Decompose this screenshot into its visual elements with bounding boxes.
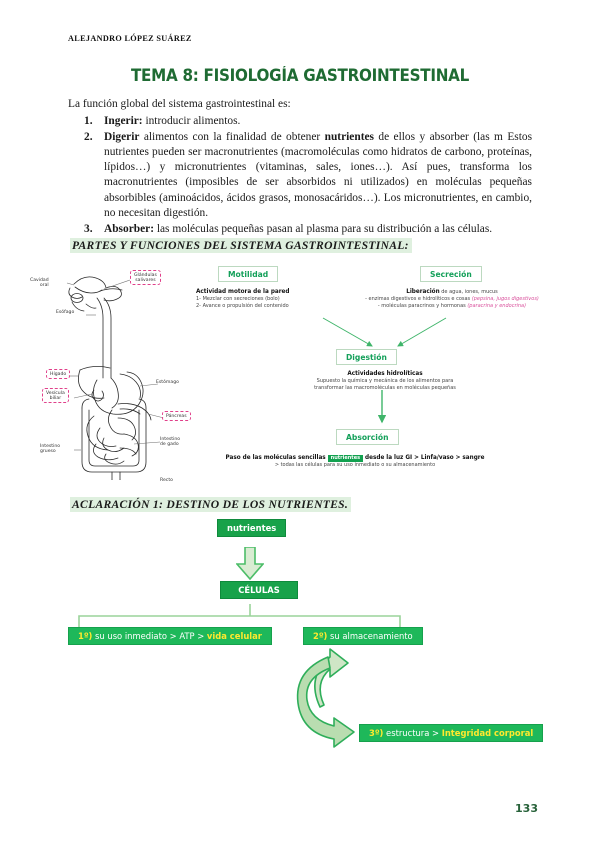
arrow-digestion-to-absorcion	[377, 390, 387, 424]
intro-block: La función global del sistema gastrointe…	[68, 97, 532, 238]
absorcion-line-1: Paso de las moléculas sencillas nutrient…	[190, 454, 520, 463]
secrecion-line-1: - enzimas digestivos e hidrolíticos e co…	[352, 296, 552, 303]
list-item: Absorber: las moléculas pequeñas pasan a…	[84, 222, 532, 237]
anatomy-label-glandulas-salivares: Glándulas salivares	[130, 270, 161, 286]
secrecion-heading-line: Liberación de agua, iones, mucus	[352, 288, 552, 296]
list-item-term: Ingerir:	[104, 114, 143, 127]
motilidad-line-1: 1- Mezclar con secreciones (bolo)	[196, 296, 280, 303]
list-item-term: Digerir	[104, 130, 140, 143]
nutrient-flow-chart: nutrientes CÉLULAS 1º) su uso inmediato …	[0, 505, 600, 775]
flow-box-branch-2: 2º) su almacenamiento	[303, 627, 423, 645]
anatomy-label-vesicula-biliar: Vesícula biliar	[42, 388, 69, 404]
anatomy-label-intestino-grueso: Intestino grueso	[40, 444, 61, 455]
branch-2-text: su almacenamiento	[327, 631, 413, 641]
secrecion-line-1-text: - enzimas digestivos e hidrolíticos e co…	[365, 296, 471, 303]
flow-box-branch-3: 3º) estructura > Integridad corporal	[359, 724, 544, 742]
list-item-text-continued: de ellos y absorber (las m Estos nutrien…	[104, 130, 532, 219]
list-item-text: alimentos con la finalidad de obtener	[139, 130, 325, 143]
diagram-box-absorcion: Absorción	[336, 429, 399, 445]
branch-1-highlight: vida celular	[206, 631, 262, 641]
branch-1-number: 1º)	[78, 631, 93, 641]
motilidad-heading: Actividad motora de la pared	[196, 289, 290, 295]
motilidad-description: Actividad motora de la pared 1- Mezclar …	[196, 288, 289, 310]
page-title: TEMA 8: FISIOLOGÍA GASTROINTESTINAL	[130, 66, 470, 85]
secrecion-line-1-emphasis: (pepsina, jugos digestivos)	[471, 296, 539, 303]
curved-arrows-cycle	[296, 648, 355, 748]
list-item: Ingerir: introducir alimentos.	[84, 114, 532, 129]
branch-2-number: 2º)	[313, 631, 328, 641]
diagram-box-digestion: Digestión	[336, 349, 397, 365]
arrow-nutrientes-to-celulas	[236, 547, 264, 581]
digestion-line-2: transformar las macromoléculas en molécu…	[314, 385, 456, 392]
list-item: Digerir alimentos con la finalidad de ob…	[84, 130, 532, 221]
anatomy-label-intestino-delgado: Intestino de gado	[160, 437, 181, 448]
absorcion-description: Paso de las moléculas sencillas nutrient…	[190, 454, 520, 469]
digestion-line-1: Supuesto la química y mecánica de los al…	[316, 378, 454, 385]
branch-3-highlight: Integridad corporal	[441, 728, 534, 738]
secrecion-line-2: - moléculas paracrinos y hormonas (parac…	[352, 303, 552, 310]
list-item-term: Absorber:	[104, 222, 154, 235]
running-header-author: ALEJANDRO LÓPEZ SUÁREZ	[68, 34, 192, 43]
branch-3-number: 3º)	[369, 728, 384, 738]
secrecion-line-2-emphasis: (paracrina y endocrina)	[467, 303, 527, 310]
diagram-box-secrecion: Secreción	[420, 266, 482, 282]
absorcion-line-1-a: Paso de las moléculas sencillas	[225, 455, 328, 461]
motilidad-line-2: 2- Avance o propulsión del contenido	[196, 303, 289, 310]
absorcion-line-2: > todas las células para su uso inmediat…	[274, 462, 436, 469]
flow-box-celulas: CÉLULAS	[220, 581, 298, 599]
secrecion-description: Liberación de agua, iones, mucus - enzim…	[352, 288, 552, 310]
anatomy-label-recto: Recto	[160, 478, 173, 483]
list-item-term-secondary: nutrientes	[324, 130, 374, 143]
connector-celulas-branches	[78, 604, 401, 630]
absorcion-line-1-b: desde la luz GI > Linfa/vaso > sangre	[363, 455, 485, 461]
section-heading-partes: PARTES Y FUNCIONES DEL SISTEMA GASTROINT…	[70, 238, 412, 253]
anatomy-illustration	[66, 276, 165, 480]
list-item-text: introducir alimentos.	[142, 114, 241, 127]
secrecion-heading-rest: de agua, iones, mucus	[439, 289, 498, 295]
flow-box-branch-1: 1º) su uso inmediato > ATP > vida celula…	[68, 627, 272, 645]
flow-box-nutrientes: nutrientes	[217, 519, 287, 537]
anatomy-label-higado: Hígado	[46, 369, 71, 380]
anatomy-label-estomago: Estómago	[156, 380, 179, 385]
intro-lead: La función global del sistema gastrointe…	[68, 98, 291, 110]
page-number: 133	[515, 802, 538, 815]
absorcion-nutrientes-chip: nutrientes	[327, 455, 364, 463]
anatomy-label-esofago: Esófago	[56, 310, 75, 315]
secrecion-line-2-text: - moléculas paracrinos y hormonas	[377, 303, 468, 310]
digestion-heading: Actividades hidrolíticas	[347, 371, 423, 377]
digestion-description: Actividades hidrolíticas Supuesto la quí…	[270, 370, 500, 392]
anatomy-label-cavidad-oral: Cavidad oral	[30, 278, 49, 289]
list-item-text: las moléculas pequeñas pasan al plasma p…	[153, 222, 493, 235]
arrow-motilidad-secrecion-to-digestion	[322, 317, 447, 347]
diagram-box-motilidad: Motilidad	[218, 266, 279, 282]
secrecion-heading: Liberación	[406, 289, 440, 295]
section-heading-aclaracion: ACLARACIÓN 1: DESTINO DE LOS NUTRIENTES.	[70, 497, 352, 512]
anatomy-label-pancreas: Páncreas	[162, 411, 191, 422]
function-list: Ingerir: introducir alimentos. Digerir a…	[68, 114, 532, 237]
branch-1-text: su uso inmediato > ATP >	[92, 631, 207, 641]
branch-3-text: estructura >	[383, 728, 442, 738]
anatomy-figure: Cavidad oral Glándulas salivares Esófago…	[30, 258, 214, 483]
